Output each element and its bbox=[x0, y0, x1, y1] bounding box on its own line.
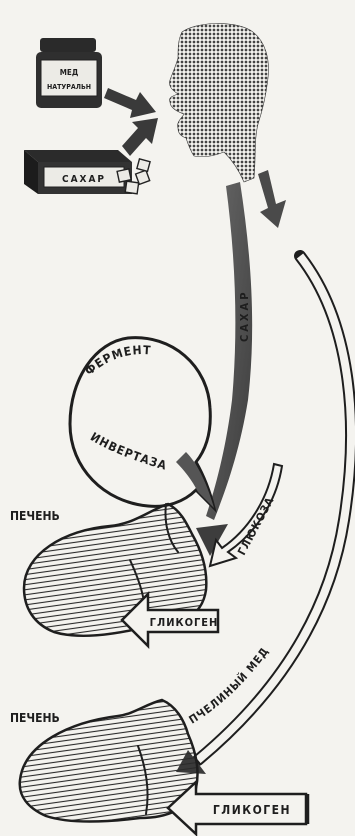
glycogen-bottom-arrow: ГЛИКОГЕН bbox=[168, 782, 308, 834]
glycogen-bottom-label: ГЛИКОГЕН bbox=[213, 803, 291, 817]
arrow-sugar-to-mouth bbox=[122, 118, 158, 156]
enzyme-bubble: ФЕРМЕНТ ИНВЕРТАЗА bbox=[70, 338, 214, 508]
honey-jar-label-2: НАТУРАЛЬН bbox=[47, 83, 91, 91]
bee-honey-label: ПЧЕЛИНЫЙ МЕД bbox=[187, 645, 272, 727]
sugar-box-label: САХАР bbox=[62, 174, 106, 185]
arrow-head-right bbox=[258, 170, 286, 228]
sugar-box: САХАР bbox=[24, 150, 132, 194]
human-head bbox=[169, 23, 268, 182]
arrow-honey-to-mouth bbox=[104, 88, 156, 118]
glycogen-top-label: ГЛИКОГЕН bbox=[150, 616, 219, 629]
liver-bottom-label: ПЕЧЕНЬ bbox=[10, 711, 60, 725]
liver-top-label: ПЕЧЕНЬ bbox=[10, 509, 60, 523]
glucose-label: ГЛЮКОЗА bbox=[235, 494, 277, 557]
honey-jar: МЕД НАТУРАЛЬН bbox=[36, 38, 102, 108]
sugar-arrow-label: САХАР bbox=[238, 290, 251, 342]
honey-jar-label-1: МЕД bbox=[60, 68, 79, 77]
